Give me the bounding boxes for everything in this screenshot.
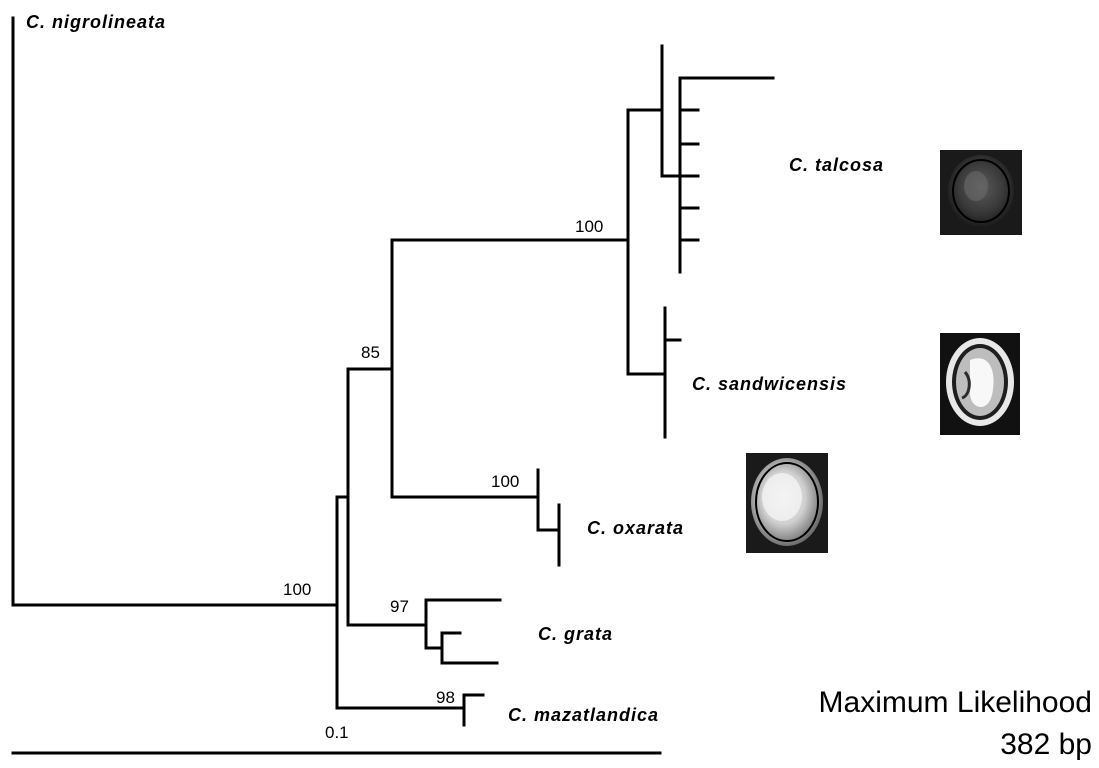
- support-mazatlandica: 98: [436, 688, 455, 707]
- talcosa-shell-photo: [940, 150, 1022, 235]
- label-oxarata: C. oxarata: [587, 518, 684, 538]
- sandwicensis-shell-photo: [940, 333, 1020, 435]
- oxarata-shell-photo: [746, 453, 828, 553]
- scale-bar-label: 0.1: [325, 723, 349, 742]
- method-title: Maximum Likelihood: [819, 686, 1092, 719]
- support-85: 85: [361, 343, 380, 362]
- label-outgroup: C. nigrolineata: [26, 12, 166, 32]
- support-grata: 97: [390, 597, 409, 616]
- support-root: 100: [283, 580, 311, 599]
- support-oxarata: 100: [491, 472, 519, 491]
- label-talcosa: C. talcosa: [789, 155, 884, 175]
- label-sandwicensis: C. sandwicensis: [692, 374, 847, 394]
- label-grata: C. grata: [538, 624, 613, 644]
- support-talcosa-sandwicensis: 100: [575, 217, 603, 236]
- method-length: 382 bp: [1000, 728, 1092, 761]
- label-mazatlandica: C. mazatlandica: [508, 705, 659, 725]
